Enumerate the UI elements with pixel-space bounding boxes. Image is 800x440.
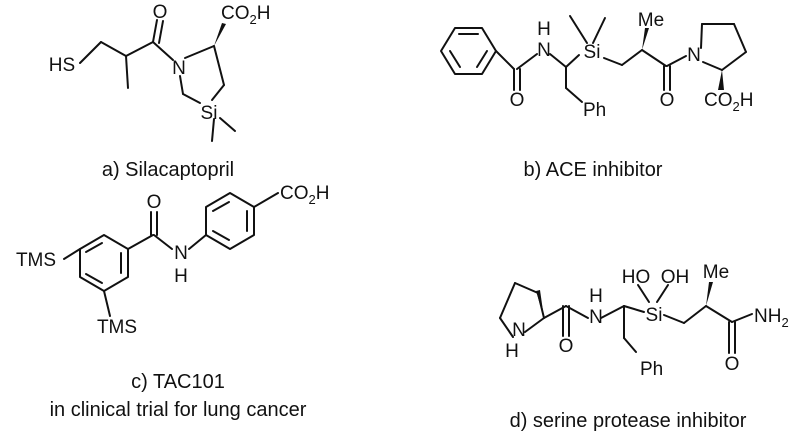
serine-protease-inhibitor-amide-oxygen-label: O bbox=[559, 336, 574, 357]
serine-protease-inhibitor-amine-label: NH2 bbox=[754, 306, 789, 330]
ace-inhibitor-amide-n-label: N bbox=[537, 40, 551, 61]
ace-inhibitor-ketone-oxygen-label: O bbox=[660, 90, 675, 111]
silacaptopril-nitrogen-label: N bbox=[172, 58, 186, 79]
silacaptopril-bonds bbox=[79, 19, 236, 142]
serine-protease-inhibitor-methyl-label: Me bbox=[703, 262, 729, 283]
serine-protease-inhibitor-amide-n-label: N bbox=[589, 307, 603, 328]
ace-inhibitor-wedge-bond-acid bbox=[718, 70, 724, 90]
tac101-tms-top-label: TMS bbox=[16, 250, 56, 271]
ace-inhibitor-atom-labels: H N O Si Me N O CO2H Ph bbox=[510, 10, 754, 121]
silacaptopril-atom-labels: O CO2H HS N Si bbox=[49, 2, 271, 124]
tac101-caption-line-2: in clinical trial for lung cancer bbox=[50, 399, 307, 421]
serine-protease-inhibitor-hydroxyl-right-label: OH bbox=[661, 267, 690, 288]
structure-silacaptopril: O CO2H HS N Si a) Silacaptopril bbox=[49, 2, 271, 181]
tac101-amide-n-label: N bbox=[174, 243, 188, 264]
silacaptopril-carboxylic-acid-label: CO2H bbox=[221, 3, 270, 27]
serine-protease-inhibitor-ring-n-label: N bbox=[512, 320, 526, 341]
ace-inhibitor-silicon-label: Si bbox=[584, 42, 601, 63]
silacaptopril-wedge-bond bbox=[214, 23, 226, 46]
serine-protease-inhibitor-wedge-bond-ring bbox=[536, 290, 544, 318]
tac101-atom-labels: CO2H O TMS N H TMS bbox=[16, 183, 330, 338]
silacaptopril-silicon-label: Si bbox=[201, 103, 218, 124]
serine-protease-inhibitor-terminal-oxygen-label: O bbox=[725, 354, 740, 375]
tac101-oxygen-label: O bbox=[147, 192, 162, 213]
serine-protease-inhibitor-phenyl-label: Ph bbox=[640, 359, 663, 380]
serine-protease-inhibitor-caption: d) serine protease inhibitor bbox=[510, 410, 747, 432]
ace-inhibitor-caption: b) ACE inhibitor bbox=[524, 159, 663, 181]
serine-protease-inhibitor-atom-labels: Me HO OH H N Si NH2 N H O O Ph bbox=[505, 262, 789, 380]
ace-inhibitor-amide-h-label: H bbox=[537, 19, 551, 40]
ace-inhibitor-bonds bbox=[440, 15, 747, 103]
serine-protease-inhibitor-amide-h-label: H bbox=[589, 286, 603, 307]
ace-inhibitor-carboxylic-acid-label: CO2H bbox=[704, 90, 753, 114]
ace-inhibitor-methyl-label: Me bbox=[638, 10, 664, 31]
silacaptopril-oxygen-label: O bbox=[153, 2, 168, 23]
ace-inhibitor-wedge-bond-methyl bbox=[642, 28, 649, 50]
ace-inhibitor-amide-oxygen-label: O bbox=[510, 90, 525, 111]
serine-protease-inhibitor-silicon-label: Si bbox=[646, 305, 663, 326]
serine-protease-inhibitor-hydroxyl-left-label: HO bbox=[622, 267, 651, 288]
tac101-caption-line-1: c) TAC101 bbox=[131, 371, 225, 393]
silacaptopril-thiol-label: HS bbox=[49, 55, 75, 76]
serine-protease-inhibitor-ring-h-label: H bbox=[505, 341, 519, 362]
tac101-amide-h-label: H bbox=[174, 266, 188, 287]
tac101-tms-bottom-label: TMS bbox=[97, 317, 137, 338]
structure-serine-protease-inhibitor: Me HO OH H N Si NH2 N H O O Ph d) serine… bbox=[499, 262, 789, 432]
structure-ace-inhibitor: H N O Si Me N O CO2H Ph b) ACE inhibitor bbox=[440, 10, 754, 181]
ace-inhibitor-proline-n-label: N bbox=[687, 45, 701, 66]
tac101-bonds bbox=[63, 192, 279, 317]
silacaptopril-caption: a) Silacaptopril bbox=[102, 159, 234, 181]
serine-protease-inhibitor-wedge-bond-methyl bbox=[706, 282, 713, 306]
structure-tac101: CO2H O TMS N H TMS c) TAC101 in clinical… bbox=[16, 183, 330, 421]
ace-inhibitor-phenyl-label: Ph bbox=[583, 100, 606, 121]
tac101-carboxylic-acid-label: CO2H bbox=[280, 183, 329, 207]
